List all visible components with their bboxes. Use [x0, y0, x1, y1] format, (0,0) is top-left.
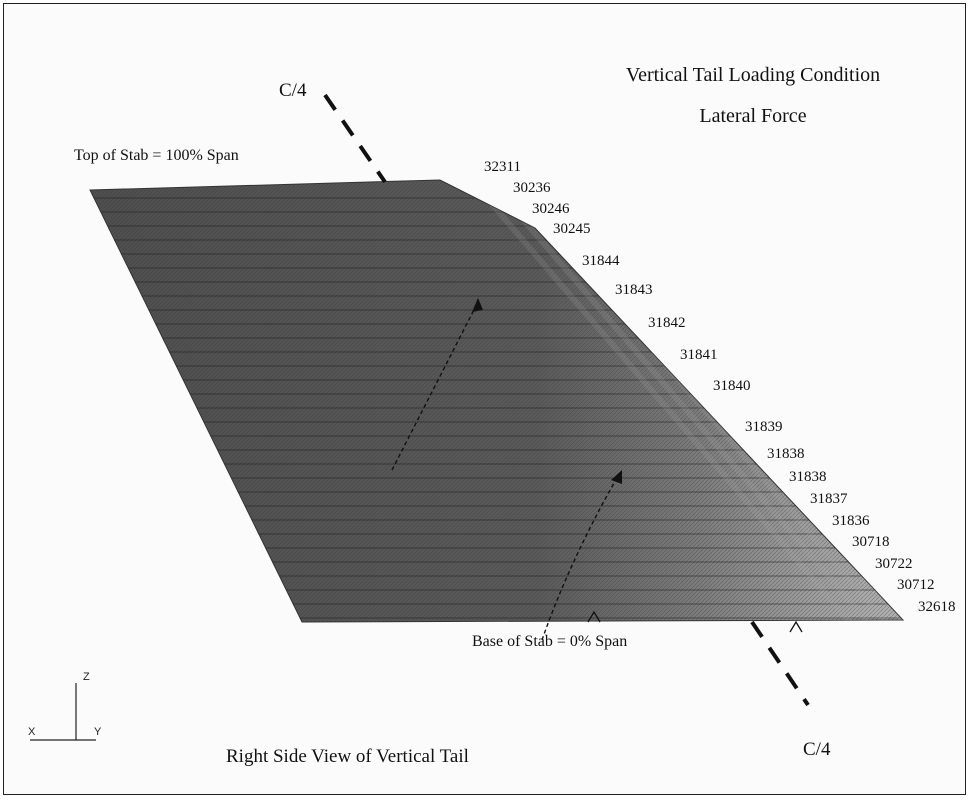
node-label: 30246 — [532, 201, 570, 217]
quarter-chord-line-top — [323, 93, 387, 184]
node-label: 31841 — [680, 347, 718, 363]
node-label: 31838 — [789, 469, 827, 485]
node-label: 31844 — [582, 253, 620, 269]
axis-triad: Z X Y — [28, 671, 102, 741]
axis-y-label: Y — [94, 726, 102, 738]
quarter-chord-line-bottom — [750, 620, 810, 707]
node-label: 30722 — [875, 556, 913, 572]
axis-z-label: Z — [83, 671, 90, 683]
load-arrow-upper — [391, 301, 479, 471]
axis-x-label: X — [28, 726, 36, 738]
base-marker-right — [789, 620, 803, 633]
node-label: 31843 — [615, 282, 653, 298]
node-labels: 32311 30236 30246 30245 31844 31843 31842 31841… — [484, 159, 956, 615]
node-label: 30245 — [553, 221, 591, 237]
tail-surface-texture — [90, 180, 903, 622]
node-label: 31839 — [745, 419, 783, 435]
view-label: Right Side View of Vertical Tail — [226, 746, 469, 767]
node-label: 31842 — [648, 315, 686, 331]
node-label: 31836 — [832, 513, 870, 529]
load-arrow-lower — [541, 475, 619, 641]
load-arrow-upper-head — [472, 298, 483, 312]
c4-label-bottom: C/4 — [803, 739, 831, 760]
node-label: 30718 — [852, 534, 890, 550]
node-label: 32618 — [918, 599, 956, 615]
node-label: 30236 — [513, 180, 551, 196]
base-of-stab-label: Base of Stab = 0% Span — [472, 633, 627, 650]
top-of-stab-label: Top of Stab = 100% Span — [74, 147, 239, 164]
node-label: 31837 — [810, 491, 848, 507]
node-label: 31838 — [767, 446, 805, 462]
node-label: 30712 — [897, 577, 935, 593]
load-arrow-lower-head — [611, 470, 622, 484]
node-label: 32311 — [484, 159, 521, 175]
chart-subtitle: Lateral Force — [699, 105, 806, 127]
node-label: 31840 — [713, 378, 751, 394]
c4-label-top: C/4 — [279, 80, 307, 101]
base-marker — [587, 610, 601, 623]
chart-title: Vertical Tail Loading Condition — [626, 64, 880, 86]
